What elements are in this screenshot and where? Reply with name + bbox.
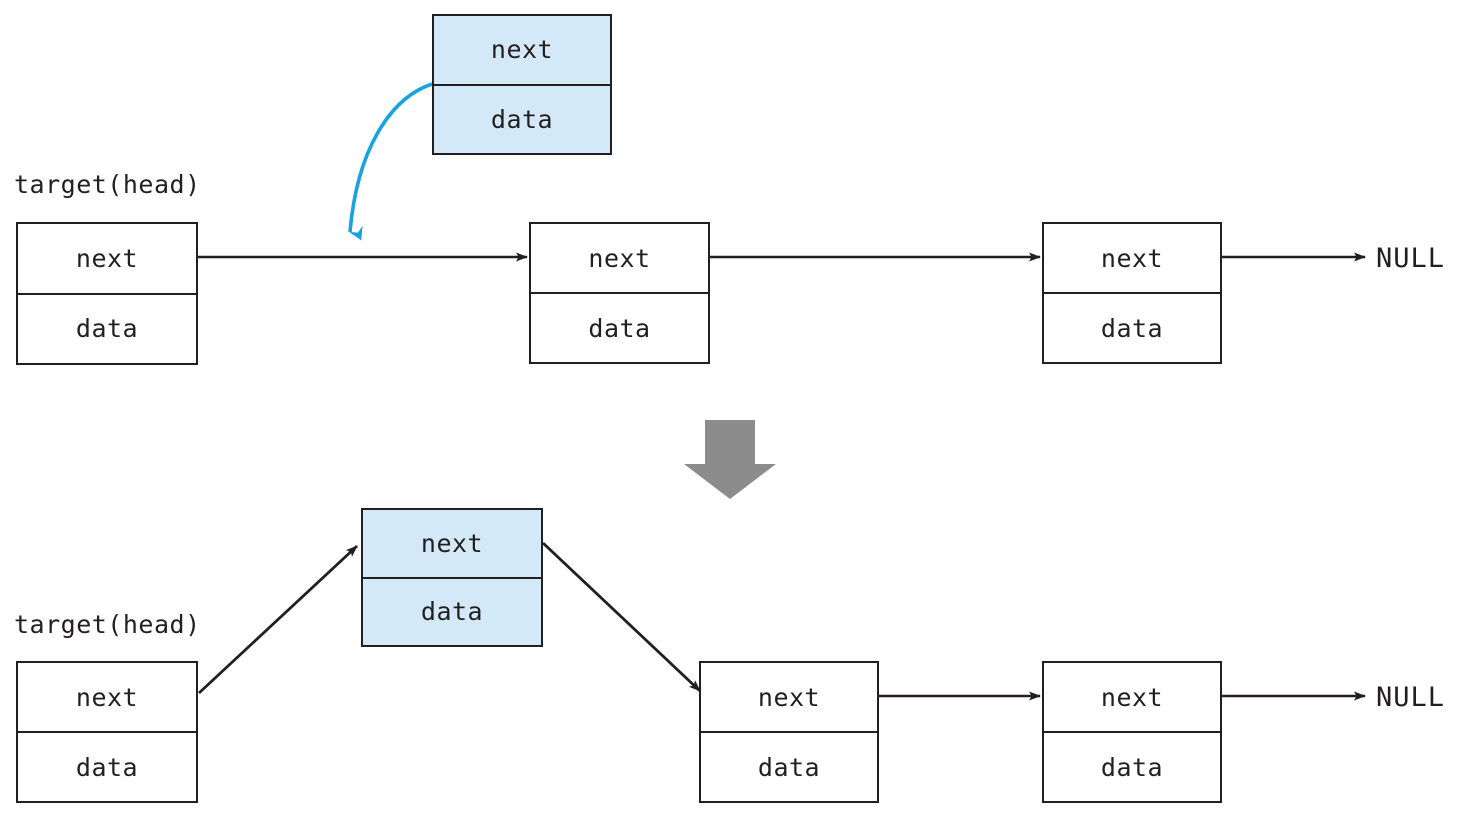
list-node-2-after[interactable]: next data: [699, 661, 879, 803]
list-node-1-before-next-cell: next: [18, 224, 196, 295]
list-node-1-after[interactable]: next data: [16, 661, 198, 803]
arrow-head-to-new-node: [198, 544, 358, 695]
null-terminator-before: NULL: [1376, 243, 1446, 274]
list-node-1-after-data-cell: data: [75, 752, 139, 782]
list-node-2-after-data-cell: data: [757, 752, 821, 782]
list-node-3-after-next-cell: next: [1044, 663, 1220, 733]
list-node-3-before-next-cell: next: [1044, 224, 1220, 294]
pointer-label-target-head-before: target(head): [14, 170, 201, 199]
new-node-after-next-cell: next: [363, 510, 541, 579]
new-node-before-next-cell: next: [434, 16, 610, 86]
null-terminator-after: NULL: [1376, 682, 1446, 713]
new-node-pointer-curve: [348, 82, 433, 241]
list-node-1-after-next-cell: next: [18, 663, 196, 733]
list-node-1-before-data-cell: data: [75, 314, 139, 344]
arrow-new-node-to-node2: [542, 541, 701, 693]
pointer-label-target-head-after: target(head): [14, 610, 201, 639]
new-node-before[interactable]: next data: [432, 14, 612, 155]
list-node-2-before-next-cell: next: [531, 224, 708, 294]
new-node-after-data-cell: data: [420, 597, 484, 627]
transition-down-arrow: [684, 420, 776, 499]
list-node-3-before[interactable]: next data: [1042, 222, 1222, 364]
list-node-3-after[interactable]: next data: [1042, 661, 1222, 803]
new-node-after[interactable]: next data: [361, 508, 543, 647]
new-node-before-data-cell: data: [490, 104, 554, 134]
list-node-3-after-data-cell: data: [1100, 752, 1164, 782]
list-node-1-before[interactable]: next data: [16, 222, 198, 365]
list-node-3-before-data-cell: data: [1100, 313, 1164, 343]
list-node-2-after-next-cell: next: [701, 663, 877, 733]
list-node-2-before[interactable]: next data: [529, 222, 710, 364]
list-node-2-before-data-cell: data: [588, 313, 651, 343]
